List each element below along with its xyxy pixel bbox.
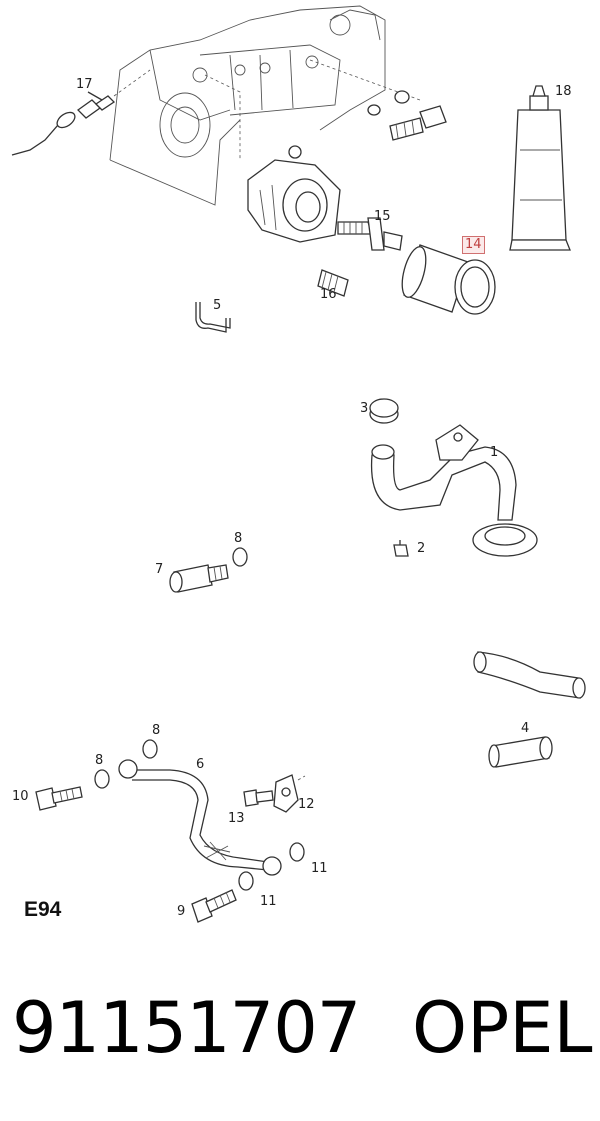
hose-drawing [473,651,586,699]
suction-pipe-drawing [370,424,538,557]
callout-8a: 8 [234,531,243,546]
callout-11b: 11 [260,894,277,909]
pressure-sensor-drawing [11,69,151,156]
callout-8b: 8 [152,723,161,738]
callout-4: 4 [521,721,530,736]
engine-block-drawing [109,5,421,206]
small-bolt-drawing [393,540,409,557]
callout-2: 2 [417,541,426,556]
washer-8c-drawing [94,769,110,789]
callout-6: 6 [196,757,205,772]
bolt-9-drawing [191,889,237,923]
callout-14-highlighted[interactable]: 14 [462,236,485,254]
sleeve-drawing [488,736,553,768]
callout-8c: 8 [95,753,104,768]
washer-11a-drawing [289,842,305,862]
diagram-drawing [11,5,586,923]
cap-drawing [369,398,399,424]
footer-caption: 91151707 OPEL [0,988,600,1068]
adapter-drawing [169,564,229,593]
callout-9: 9 [177,904,186,919]
clip-drawing [273,774,306,813]
washer-8b-drawing [142,739,158,759]
callout-15: 15 [374,209,391,224]
bolt-13-drawing [243,789,274,807]
diagram-code: E94 [24,898,62,921]
washer-8a-drawing [232,547,248,567]
engine-bolts-drawing [367,90,447,141]
oil-filter-drawing [401,244,496,315]
callout-1: 1 [490,445,499,460]
callout-17: 17 [76,77,93,92]
threaded-stud-drawing [337,217,403,251]
callout-12: 12 [298,797,315,812]
callout-5: 5 [213,298,222,313]
callout-18: 18 [555,84,572,99]
part-number: 91151707 [12,987,361,1069]
bolt-10-drawing [35,786,83,811]
callout-3: 3 [360,401,369,416]
washer-11b-drawing [238,871,254,891]
sealant-tube-drawing [509,85,571,251]
callout-11a: 11 [311,861,328,876]
parts-diagram: 17 18 15 14 16 5 3 1 2 8 7 4 8 8 6 10 12… [11,5,586,923]
callout-7: 7 [155,562,164,577]
brand-name: OPEL [412,987,593,1069]
callout-10: 10 [12,789,29,804]
oil-pipe-drawing [118,759,282,876]
small-stud-drawing [317,269,349,297]
oil-cooler-drawing [247,145,341,243]
callout-16: 16 [320,287,337,302]
callout-13: 13 [228,811,245,826]
u-clip-drawing [195,302,231,333]
